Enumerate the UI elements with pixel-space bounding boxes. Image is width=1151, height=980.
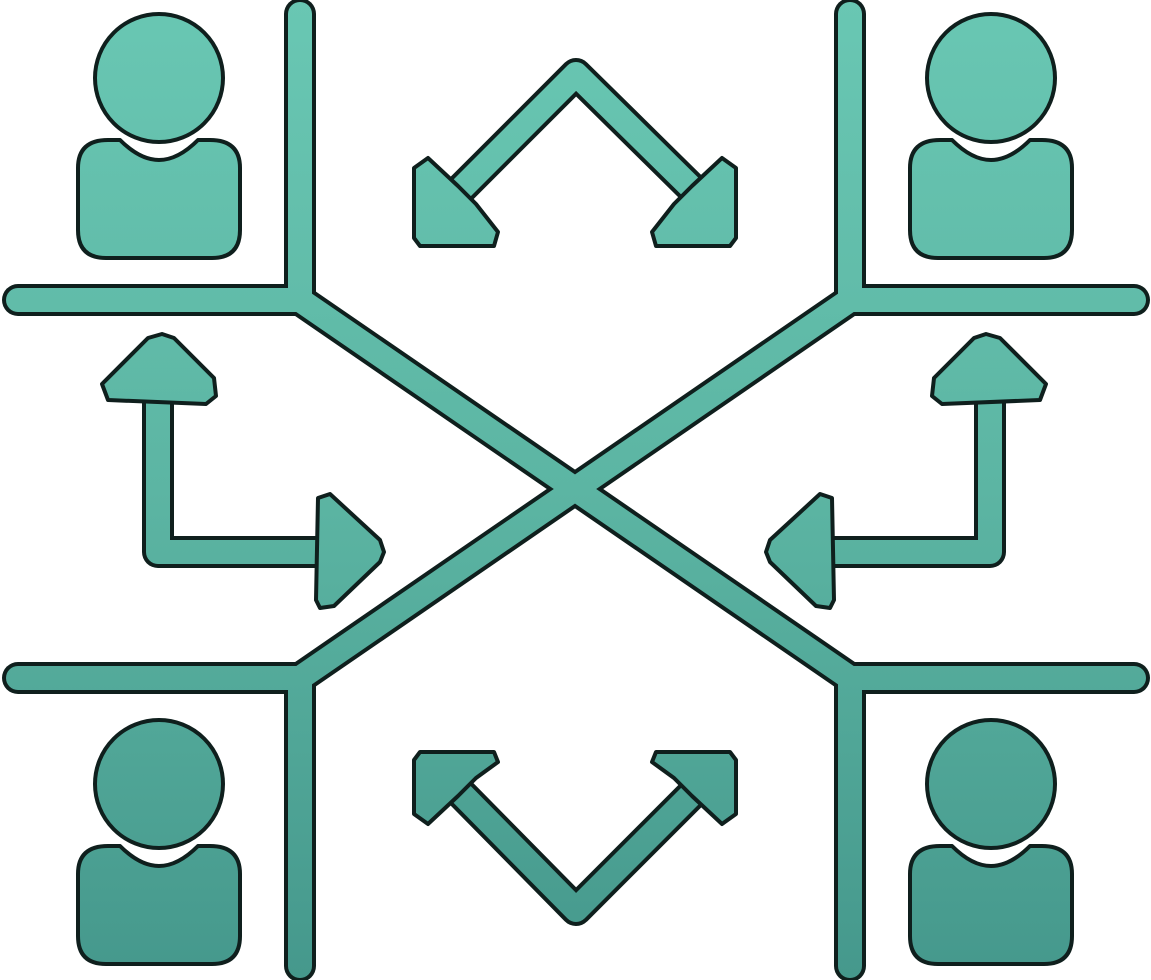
person-top-right-icon [908, 12, 1074, 260]
arrow-right-exchange-icon [764, 332, 1048, 610]
arrow-top-exchange-icon [412, 58, 738, 248]
person-top-left-icon [76, 12, 242, 260]
person-bottom-right-icon [908, 718, 1074, 966]
arrow-left-exchange-icon [100, 332, 386, 610]
arrow-bottom-exchange-icon [412, 750, 738, 926]
person-bottom-left-icon [76, 718, 242, 966]
